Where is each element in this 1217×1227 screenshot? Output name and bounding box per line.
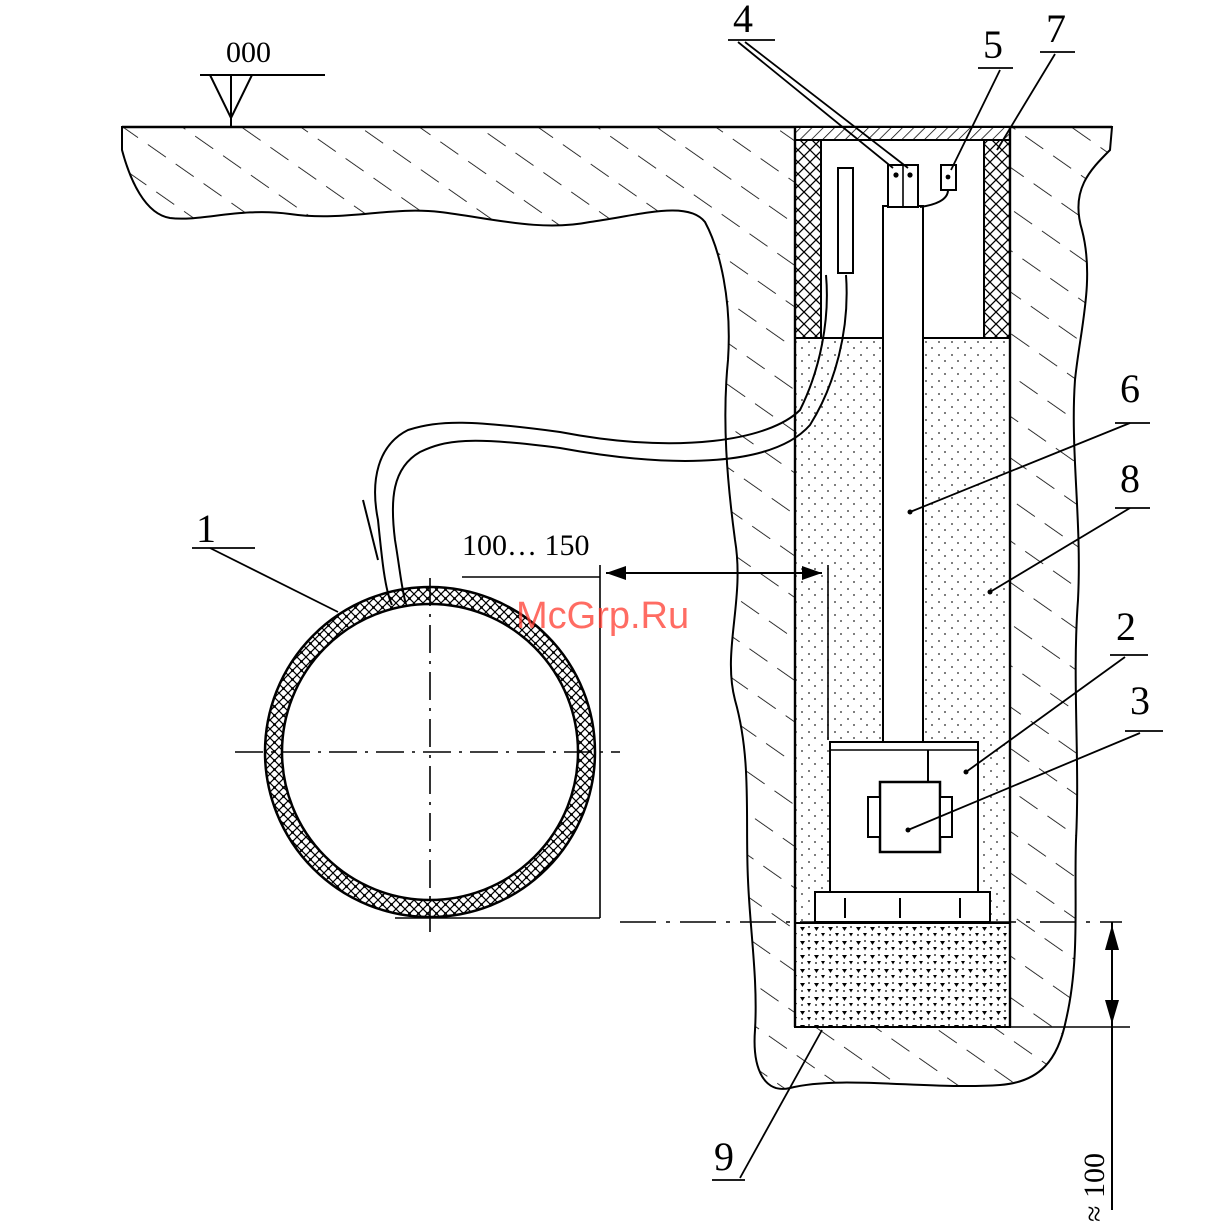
callout-8: 8 [1120, 456, 1140, 501]
elevation-marker: 000 [200, 36, 325, 127]
insulation-sleeve-right [984, 140, 1010, 338]
gravel-filter-layer [795, 923, 1010, 1027]
callout-1: 1 [196, 506, 216, 551]
elevation-label: 000 [226, 36, 271, 69]
cable-conduit [838, 168, 853, 273]
bottom-depth-label: ≈ 100 [1078, 1153, 1111, 1222]
callout-5: 5 [983, 22, 1003, 67]
insulation-sleeve-left [795, 140, 821, 338]
clearance-dimension-label: 100… 150 [462, 529, 590, 562]
callout-7: 7 [1046, 6, 1066, 51]
callout-9: 9 [714, 1134, 734, 1179]
borehole-lid [795, 127, 1010, 140]
sensor-footing [815, 892, 990, 922]
sensor-unit [815, 742, 990, 922]
callout-3: 3 [1130, 678, 1150, 723]
watermark: McGrp.Ru [516, 595, 689, 637]
callout-4: 4 [733, 0, 753, 41]
electrode-rod [883, 206, 923, 746]
callout-6: 6 [1120, 366, 1140, 411]
callout-2: 2 [1116, 604, 1136, 649]
sensor-core [880, 782, 940, 852]
